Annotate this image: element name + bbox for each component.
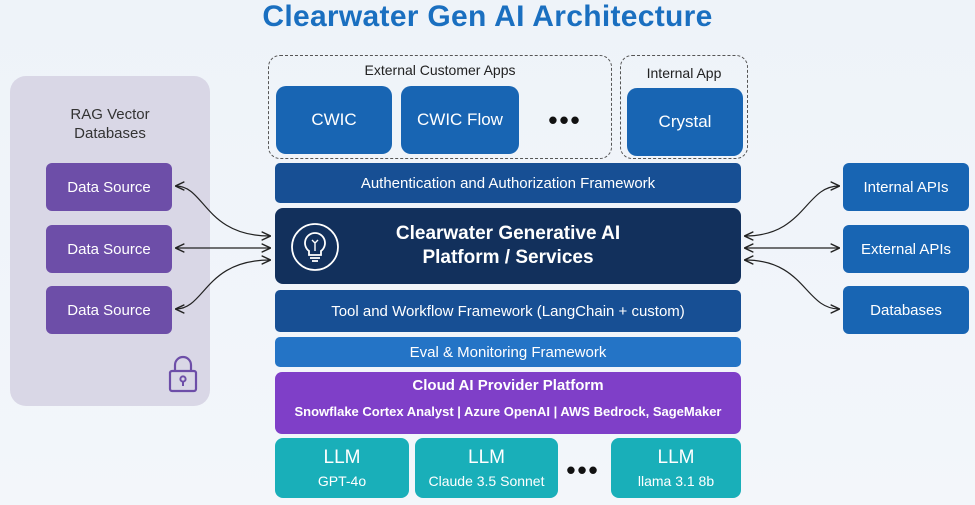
eval-monitoring-framework: Eval & Monitoring Framework (275, 337, 741, 367)
external-apps-group (268, 55, 612, 159)
app-cwic: CWIC (276, 86, 392, 154)
arrow-platform-databases (745, 260, 839, 309)
arrow-ds1-platform (176, 186, 270, 236)
data-source-3: Data Source (46, 286, 172, 334)
lock-icon (166, 354, 200, 394)
llm-model: llama 3.1 8b (637, 473, 715, 489)
llm-name: LLM (468, 447, 505, 468)
llm-name: LLM (323, 447, 361, 468)
platform-line1: Clearwater Generative AI (395, 223, 621, 244)
llm-model: GPT-4o (317, 473, 367, 489)
genai-platform: Clearwater Generative AI Platform / Serv… (275, 208, 741, 284)
llm-ellipsis: ••• (566, 455, 600, 485)
internal-app-label: Internal App (646, 65, 722, 81)
external-apis: External APIs (843, 225, 969, 273)
rag-title: RAG Vector Databases (10, 105, 210, 143)
cloud-title: Cloud AI Provider Platform (412, 377, 604, 394)
llm-llama: LLM llama 3.1 8b (611, 438, 741, 498)
databases: Databases (843, 286, 969, 334)
data-source-1: Data Source (46, 163, 172, 211)
arrow-ds3-platform (176, 260, 270, 309)
auth-framework: Authentication and Authorization Framewo… (275, 163, 741, 203)
llm-claude: LLM Claude 3.5 Sonnet (415, 438, 558, 498)
tool-workflow-framework: Tool and Workflow Framework (LangChain +… (275, 290, 741, 332)
rag-title-line1: RAG Vector (70, 106, 150, 123)
llm-gpt4o: LLM GPT-4o (275, 438, 409, 498)
cloud-providers: Snowflake Cortex Analyst | Azure OpenAI … (294, 404, 722, 419)
lightbulb-icon (290, 222, 340, 272)
app-crystal: Crystal (627, 88, 743, 156)
platform-line2: Platform / Services (422, 247, 594, 268)
arrow-platform-internal-apis (745, 186, 839, 236)
llm-model: Claude 3.5 Sonnet (428, 473, 545, 489)
internal-app-group (620, 55, 748, 159)
rag-title-line2: Databases (74, 125, 146, 142)
data-source-2: Data Source (46, 225, 172, 273)
cloud-ai-provider-platform: Cloud AI Provider Platform Snowflake Cor… (275, 372, 741, 434)
page-title: Clearwater Gen AI Architecture (262, 0, 713, 33)
internal-apis: Internal APIs (843, 163, 969, 211)
apps-ellipsis: ••• (548, 105, 582, 135)
external-apps-label: External Customer Apps (364, 62, 516, 78)
llm-name: LLM (657, 447, 695, 468)
app-cwic-flow: CWIC Flow (401, 86, 519, 154)
